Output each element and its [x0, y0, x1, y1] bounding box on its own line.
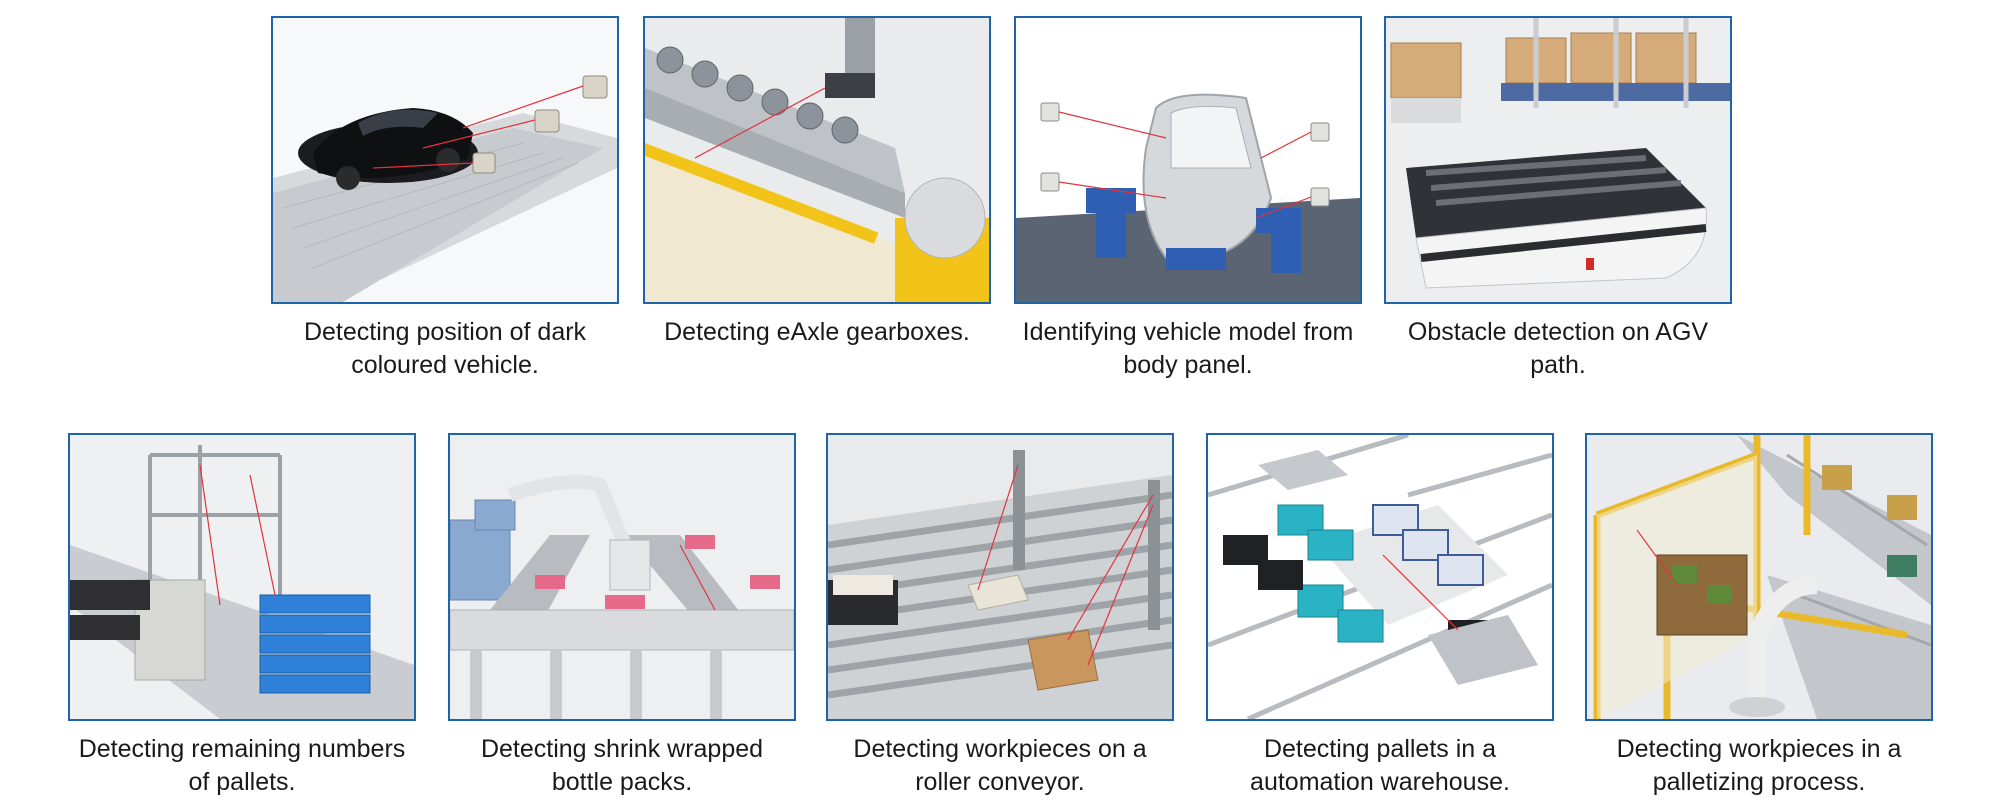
bottle-pack-conveyor-illustration: [450, 435, 794, 719]
application-caption: Detecting remaining numbers of pallets.: [78, 735, 406, 796]
application-image-frame: [643, 16, 991, 304]
application-card-body-panel: Identifying vehicle model from body pane…: [1014, 16, 1362, 382]
body-panel-door-illustration: [1016, 18, 1360, 302]
application-caption: Detecting workpieces on a roller conveyo…: [853, 735, 1147, 796]
application-card-palletizing: Detecting workpieces in a palletizing pr…: [1585, 433, 1933, 799]
application-caption: Detecting shrink wrapped bottle packs.: [480, 735, 764, 796]
application-image-frame: [448, 433, 796, 721]
application-caption: Detecting eAxle gearboxes.: [664, 318, 970, 346]
application-image-frame: [826, 433, 1174, 721]
roller-conveyor-illustration: [828, 435, 1172, 719]
application-card-bottle-packs: Detecting shrink wrapped bottle packs.: [448, 433, 796, 799]
application-caption: Detecting position of dark coloured vehi…: [303, 318, 587, 379]
application-card-eaxle: Detecting eAxle gearboxes.: [643, 16, 991, 349]
application-image-frame: [68, 433, 416, 721]
agv-illustration: [1386, 18, 1730, 302]
palletizing-robot-illustration: [1587, 435, 1931, 719]
application-card-warehouse: Detecting pallets in a automation wareho…: [1206, 433, 1554, 799]
application-image-frame: [1014, 16, 1362, 304]
application-card-dark-vehicle: Detecting position of dark coloured vehi…: [271, 16, 619, 382]
application-caption: Identifying vehicle model from body pane…: [1022, 318, 1354, 379]
application-image-frame: [271, 16, 619, 304]
application-caption: Detecting pallets in a automation wareho…: [1250, 735, 1510, 796]
application-card-agv: Obstacle detection on AGV path.: [1384, 16, 1732, 382]
dark-vehicle-illustration: [273, 18, 617, 302]
eaxle-gearbox-line-illustration: [645, 18, 989, 302]
application-caption: Detecting workpieces in a palletizing pr…: [1616, 735, 1902, 796]
application-image-frame: [1206, 433, 1554, 721]
application-card-roller-conveyor: Detecting workpieces on a roller conveyo…: [826, 433, 1174, 799]
application-image-frame: [1585, 433, 1933, 721]
application-card-pallet-stack: Detecting remaining numbers of pallets.: [68, 433, 416, 799]
warehouse-crates-illustration: [1208, 435, 1552, 719]
application-image-frame: [1384, 16, 1732, 304]
application-caption: Obstacle detection on AGV path.: [1407, 318, 1709, 379]
pallet-stack-illustration: [70, 435, 414, 719]
